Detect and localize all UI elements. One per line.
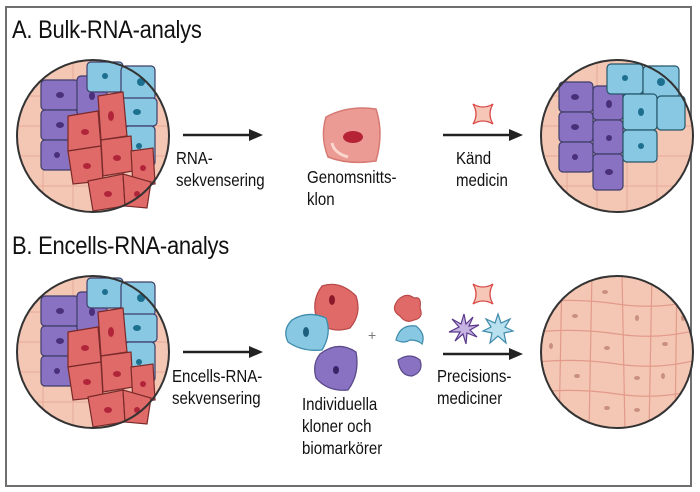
panel-a-result-label: Genomsnitts- klon bbox=[307, 166, 396, 210]
arrow-b1 bbox=[183, 346, 263, 358]
red-biomarker bbox=[393, 294, 422, 322]
blue-star-drug-icon bbox=[481, 312, 515, 345]
panel-a-step1-label: RNA- sekvensering bbox=[176, 147, 265, 191]
known-drug-icon-b bbox=[472, 283, 494, 305]
panel-b-title: B. Encells-RNA-analys bbox=[12, 232, 229, 260]
arrow-a2 bbox=[443, 129, 523, 141]
label-line: mediciner bbox=[437, 388, 503, 408]
purple-burst-drug-icon bbox=[448, 313, 480, 345]
label-line: klon bbox=[307, 189, 335, 209]
healthy-tissue-after-precision-drugs bbox=[540, 275, 694, 429]
tumor-heterogeneous-b bbox=[16, 275, 170, 429]
arrow-a1 bbox=[183, 129, 263, 141]
tumor-heterogeneous-a bbox=[16, 59, 170, 213]
label-line: Genomsnitts- bbox=[307, 167, 397, 187]
label-line: Encells-RNA- bbox=[172, 366, 263, 386]
purple-biomarker bbox=[397, 355, 422, 377]
panel-b-step2-label: Precisions- mediciner bbox=[437, 365, 511, 409]
label-line: medicin bbox=[456, 170, 508, 190]
label-line: Individuella bbox=[302, 394, 378, 414]
arrow-b2 bbox=[443, 348, 523, 360]
panel-b-step1-label: Encells-RNA- sekvensering bbox=[172, 365, 262, 409]
label-line: Precisions- bbox=[437, 366, 512, 386]
panel-a-step2-label: Känd medicin bbox=[456, 147, 508, 191]
individual-clones: + bbox=[285, 283, 424, 391]
plus-sign: + bbox=[368, 327, 376, 343]
label-line: kloner och bbox=[302, 416, 372, 436]
label-line: Känd bbox=[456, 148, 492, 168]
tumor-after-known-drug bbox=[540, 59, 694, 213]
label-line: sekvensering bbox=[172, 388, 261, 408]
average-clone-cell bbox=[322, 107, 381, 164]
label-line: sekvensering bbox=[176, 170, 265, 190]
panel-a-title: A. Bulk-RNA-analys bbox=[12, 16, 202, 44]
label-line: RNA- bbox=[176, 148, 213, 168]
blue-biomarker bbox=[395, 325, 424, 346]
panel-b-result-label: Individuella kloner och biomarkörer bbox=[302, 393, 382, 459]
label-line: biomarkörer bbox=[302, 438, 383, 458]
known-drug-icon bbox=[472, 103, 494, 125]
